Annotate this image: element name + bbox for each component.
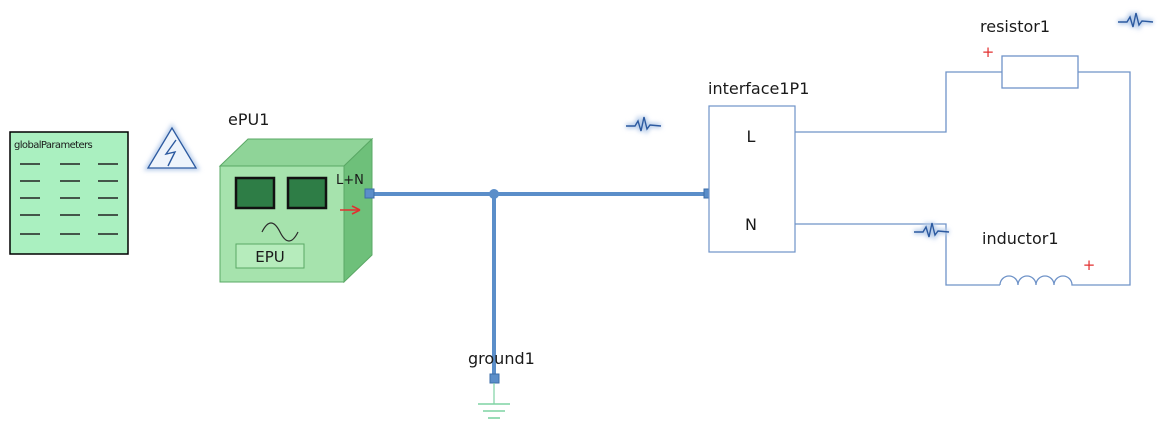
lightning-icon <box>143 123 201 171</box>
ground-port[interactable] <box>489 373 500 384</box>
main-wire[interactable] <box>364 188 714 384</box>
circuit-wires[interactable] <box>795 71 1131 286</box>
global-parameters-label: globalParameters <box>14 140 93 151</box>
epu-port[interactable] <box>364 188 375 199</box>
interface-name: interface1P1 <box>708 79 809 98</box>
ground-symbol-icon <box>478 383 510 419</box>
port-arrow-icon <box>340 205 361 215</box>
epu-block[interactable]: EPU L+N <box>218 137 374 284</box>
interface-pin-l: L <box>747 127 756 146</box>
junction-node <box>489 189 499 199</box>
epu-name: ePU1 <box>228 110 269 129</box>
epu-badge-label: EPU <box>255 248 285 266</box>
inductor-symbol[interactable] <box>999 275 1078 286</box>
display-left <box>234 176 276 210</box>
resistor-polarity: + <box>982 43 995 61</box>
display-right <box>286 176 328 210</box>
inductor-name: inductor1 <box>982 229 1059 248</box>
interface-pin-n: N <box>745 215 757 234</box>
signal-wave-icon <box>626 117 661 131</box>
resistor-name: resistor1 <box>980 17 1050 36</box>
sine-wave-icon <box>261 222 299 242</box>
resistor-symbol[interactable] <box>1001 55 1079 89</box>
ground-name: ground1 <box>468 349 535 368</box>
global-parameters-block[interactable]: globalParameters <box>9 131 129 255</box>
interface-block[interactable]: L N <box>708 105 796 253</box>
inductor-polarity: + <box>1083 256 1096 274</box>
epu-port-label: L+N <box>336 173 364 188</box>
signal-wave-icon <box>1118 13 1153 27</box>
signal-wave-icon <box>914 223 949 237</box>
epu-badge: EPU <box>235 243 305 269</box>
parameter-lines <box>20 163 118 235</box>
